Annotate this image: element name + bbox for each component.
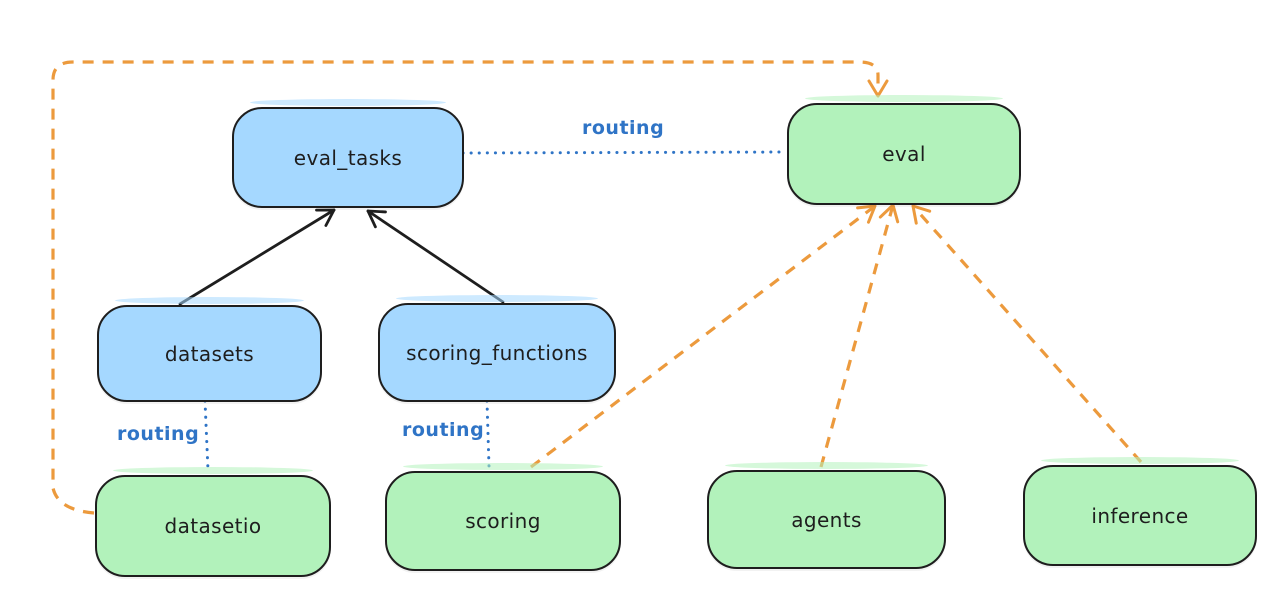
edge-agents-to-eval xyxy=(819,203,900,468)
node-datasets: datasets xyxy=(97,297,322,402)
node-inference-label: inference xyxy=(1091,503,1189,528)
edge-scoring-functions-to-eval-tasks xyxy=(366,209,505,304)
node-agents-label: agents xyxy=(791,507,862,532)
node-scoring: scoring xyxy=(385,463,621,571)
node-datasetio-label: datasetio xyxy=(164,514,262,538)
node-agents: agents xyxy=(707,462,946,569)
edge-datasets-to-datasetio xyxy=(203,399,210,472)
edge-inference-to-eval xyxy=(911,204,1143,464)
node-scoring-label: scoring xyxy=(465,509,541,533)
edge-label-routing-datasets-datasetio: routing xyxy=(117,423,200,445)
edge-label-routing-scoring-functions-scoring: routing xyxy=(402,419,485,441)
node-datasetio: datasetio xyxy=(95,467,331,577)
edge-datasets-to-eval-tasks xyxy=(178,208,336,306)
edge-label-routing-eval-tasks-eval: routing xyxy=(582,117,665,139)
node-scoring-functions: scoring_functions xyxy=(378,295,616,402)
node-scoring-functions-label: scoring_functions xyxy=(406,340,588,365)
edge-datasetio-to-eval xyxy=(51,60,889,515)
node-eval-label: eval xyxy=(882,142,926,166)
edge-scoring-functions-to-scoring xyxy=(485,399,491,468)
edge-eval-tasks-to-eval xyxy=(461,150,788,155)
node-eval: eval xyxy=(787,95,1021,205)
node-eval-tasks-label: eval_tasks xyxy=(293,145,403,170)
node-eval-tasks: eval_tasks xyxy=(232,99,464,208)
node-inference: inference xyxy=(1023,457,1257,566)
node-datasets-label: datasets xyxy=(164,341,255,366)
